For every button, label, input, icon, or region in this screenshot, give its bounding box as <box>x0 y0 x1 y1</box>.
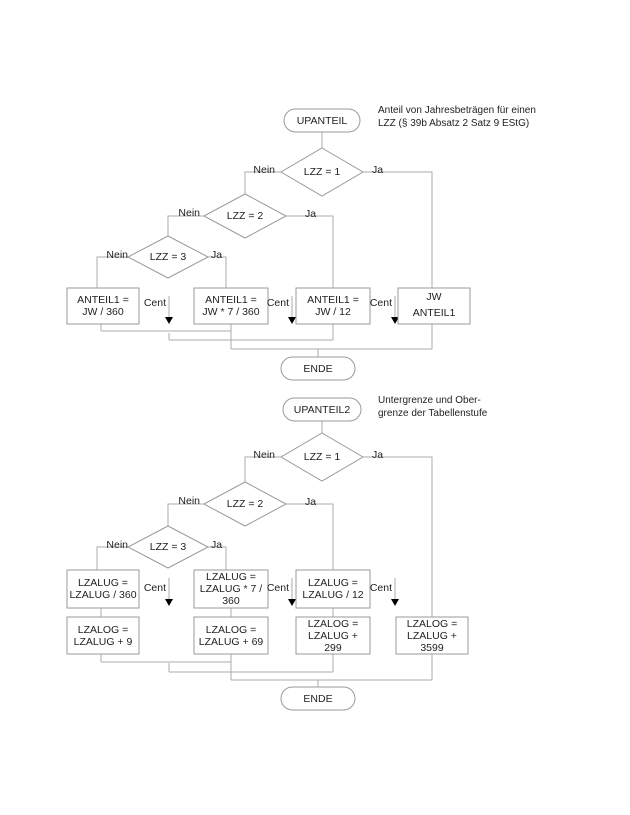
branch-label-ja: Ja <box>372 164 384 176</box>
decision-label-lzz2: LZZ = 2 <box>226 498 264 510</box>
connector-nein2 <box>167 503 204 526</box>
branch-label-ja: Ja <box>211 249 223 261</box>
cent-label: Cent <box>143 297 166 309</box>
process-label: LZALOG = LZALUG + 299 <box>307 617 359 654</box>
process-box <box>66 287 140 325</box>
process-label: ANTEIL1 = JW * 7 / 360 <box>202 294 260 318</box>
cent-down-arrow-icon <box>288 599 296 606</box>
decision-diamond-lzz2 <box>202 193 288 239</box>
start-label: UPANTEIL2 <box>293 403 351 416</box>
process-label: LZALOG = LZALUG + 69 <box>198 623 264 648</box>
cent-label: Cent <box>369 297 392 309</box>
branch-label-ja: Ja <box>305 496 317 508</box>
assign-box <box>397 287 471 325</box>
nodes-top <box>66 108 471 381</box>
end-label: ENDE <box>303 362 333 375</box>
process-box <box>193 616 269 655</box>
connector-nein1 <box>244 456 281 482</box>
connector-ja1 <box>363 171 433 288</box>
process-label: LZALOG = LZALUG + 9 <box>73 623 133 648</box>
decision-diamond-lzz3 <box>126 525 210 569</box>
branch-label-ja: Ja <box>305 208 317 220</box>
branch-label-nein: Nein <box>106 249 128 261</box>
connector-ja2 <box>286 503 334 570</box>
process-label: ANTEIL1 = JW / 360 <box>77 294 129 318</box>
process-label: ANTEIL1 = JW / 12 <box>307 294 359 318</box>
process-box <box>193 287 269 325</box>
process-box <box>295 569 371 609</box>
connector-ja2 <box>286 215 334 288</box>
process-box <box>295 616 371 655</box>
cent-down-arrow-icon <box>165 599 173 606</box>
annotation: Anteil von Jahresbeträgen für einen LZZ … <box>378 105 536 129</box>
branch-label-ja: Ja <box>372 449 384 461</box>
decision-diamond-lzz3 <box>126 235 210 279</box>
branch-label-nein: Nein <box>253 164 275 176</box>
end-terminator <box>280 686 356 711</box>
decision-diamond-lzz2 <box>202 481 288 527</box>
decision-diamond-lzz1 <box>280 147 364 197</box>
cent-down-arrow-icon <box>391 599 399 606</box>
cent-down-arrow-icon <box>391 317 399 324</box>
assign-source-label: JW <box>426 290 442 303</box>
process-label: LZALUG = LZALUG * 7 / 360 <box>199 571 263 607</box>
connector-nein1 <box>244 171 281 194</box>
decision-label-lzz1: LZZ = 1 <box>303 451 341 463</box>
process-box <box>295 287 371 325</box>
branch-label-ja: Ja <box>211 539 223 551</box>
annotation: Untergrenze und Ober- grenze der Tabelle… <box>378 395 488 419</box>
branch-label-nein: Nein <box>253 449 275 461</box>
decision-label-lzz3: LZZ = 3 <box>149 251 187 263</box>
nodes-bottom <box>66 397 469 711</box>
connector-ja1 <box>363 456 433 617</box>
connector-nein3 <box>96 546 128 570</box>
start-label: UPANTEIL <box>296 114 348 127</box>
end-terminator <box>280 356 356 381</box>
process-label: LZALUG = LZALUG / 12 <box>302 577 364 601</box>
connector-nein3 <box>96 256 128 288</box>
connector-nein2 <box>167 215 204 236</box>
process-label: LZALOG = LZALUG + 3599 <box>406 617 458 654</box>
arrowheads-bottom <box>165 599 399 606</box>
process-box <box>395 616 469 655</box>
connector-ja3 <box>208 546 227 570</box>
cent-down-arrow-icon <box>288 317 296 324</box>
start-terminator <box>283 108 361 133</box>
process-label: LZALUG = LZALUG / 360 <box>69 577 137 601</box>
process-box <box>193 569 269 609</box>
decision-label-lzz1: LZZ = 1 <box>303 166 341 178</box>
decision-label-lzz2: LZZ = 2 <box>226 210 264 222</box>
cent-label: Cent <box>266 297 289 309</box>
branch-label-nein: Nein <box>106 539 128 551</box>
connectors-bottom <box>96 421 433 687</box>
end-label: ENDE <box>303 692 333 705</box>
cent-label: Cent <box>266 582 289 594</box>
assign-target-label: ANTEIL1 <box>412 307 456 319</box>
process-box <box>66 569 140 609</box>
connectors-top <box>96 132 451 357</box>
branch-label-nein: Nein <box>178 495 200 507</box>
cent-label: Cent <box>369 582 392 594</box>
branch-label-nein: Nein <box>178 207 200 219</box>
cent-down-arrow-icon <box>165 317 173 324</box>
decision-diamond-lzz1 <box>280 432 364 482</box>
decision-label-lzz3: LZZ = 3 <box>149 541 187 553</box>
start-terminator <box>282 397 362 422</box>
connector-ja3 <box>208 256 227 288</box>
process-box <box>66 616 140 655</box>
cent-label: Cent <box>143 582 166 594</box>
